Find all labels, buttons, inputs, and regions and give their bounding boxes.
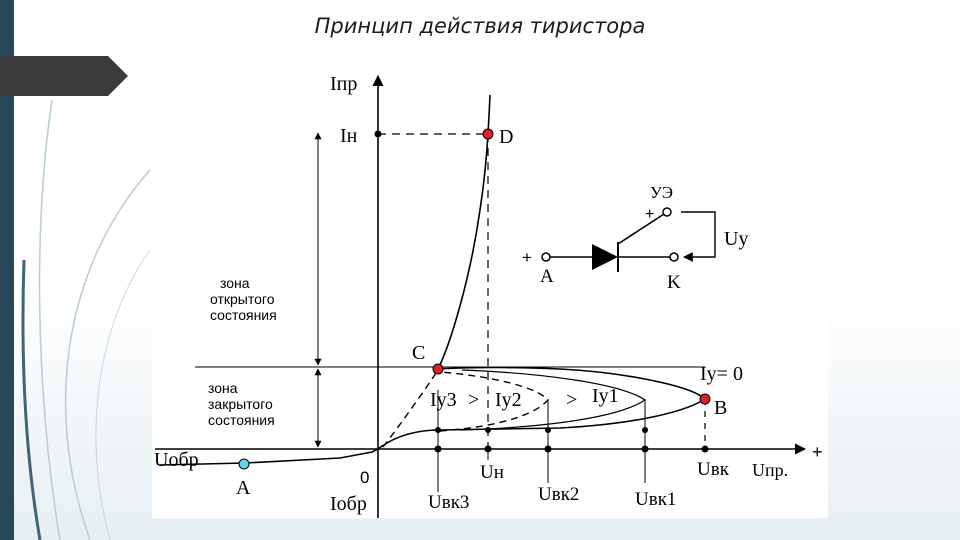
- curve-iy0: [377, 366, 707, 450]
- curve-iy3: [382, 369, 439, 448]
- tick-dot-c-base: [435, 427, 441, 433]
- point-a-label: A: [236, 477, 251, 499]
- zone-closed-label-2: закрытого: [208, 396, 273, 412]
- y-axis-label: Iпр: [330, 73, 357, 95]
- tick-dot-iy2: [485, 427, 491, 433]
- point-b-label: B: [714, 397, 727, 419]
- symbol-k-label: K: [667, 272, 681, 293]
- symbol-ue-label: УЭ: [650, 183, 673, 202]
- left-accent-bar: [0, 0, 14, 540]
- symbol-ue-plus: +: [645, 206, 654, 223]
- zone-closed-label-1: зона: [208, 380, 238, 396]
- tick-dot-iy0: [642, 427, 648, 433]
- zone-open-label-3: состояния: [210, 307, 277, 323]
- point-c: [432, 363, 444, 375]
- thyristor-symbol: УЭ + Uу + A K: [522, 183, 748, 293]
- zone-open-label-1: зона: [220, 275, 250, 291]
- slide-title: Принцип действия тиристора: [314, 14, 646, 38]
- uy-bracket: [681, 211, 716, 262]
- uvk2-label: Uвк2: [538, 484, 579, 505]
- tick-dot-uvk3: [434, 445, 442, 453]
- background-decor-lines: [21, 99, 151, 540]
- terminal-ue: [662, 207, 672, 217]
- reverse-branch-curve: [159, 448, 379, 466]
- uvk1-label: Uвк1: [635, 489, 676, 510]
- point-d-label: D: [499, 126, 513, 148]
- tick-dot-uvk1: [641, 445, 649, 453]
- x-axis-label: Uпр.: [752, 460, 788, 480]
- tick-dot-uvk: [701, 445, 709, 453]
- in-label: Iн: [340, 125, 358, 147]
- curve-on-state: [437, 94, 491, 370]
- uvk3-label: Uвк3: [428, 492, 469, 513]
- terminal-a: [541, 252, 551, 262]
- tick-dot-in: [374, 130, 382, 138]
- gt-1: >: [468, 389, 479, 411]
- diagram-panel: Iпр Iн Uпр. + Uобр 0 Iобр зона открытого…: [152, 68, 828, 518]
- section-tab-arrow: [0, 56, 128, 96]
- thyristor-iv-diagram: Iпр Iн Uпр. + Uобр 0 Iобр зона открытого…: [154, 73, 823, 518]
- symbol-uy-label: Uу: [724, 228, 748, 250]
- iy3-label: Iу3: [430, 389, 457, 411]
- neg-y-label: Iобр: [330, 493, 367, 515]
- zone-closed-label-3: состояния: [208, 412, 275, 428]
- un-label: Uн: [480, 462, 504, 483]
- symbol-diode-triangle: [592, 244, 618, 270]
- uvk-label: Uвк: [697, 459, 730, 480]
- tick-dot-un: [484, 445, 492, 453]
- point-b: [699, 393, 711, 405]
- iy2-label: Iу2: [495, 389, 522, 411]
- iy0-label: Iу= 0: [700, 363, 743, 385]
- symbol-a-plus: +: [522, 248, 532, 267]
- zone-open-label-2: открытого: [210, 291, 275, 307]
- symbol-gate-lead: [617, 213, 665, 245]
- point-d: [482, 128, 494, 140]
- gt-2: >: [566, 389, 577, 411]
- iy1-label: Iу1: [592, 385, 619, 407]
- tick-dot-iy1: [545, 427, 551, 433]
- terminal-k: [669, 252, 679, 262]
- point-a: [238, 458, 250, 470]
- neg-x-label: Uобр: [154, 449, 199, 471]
- x-axis-plus: +: [812, 442, 823, 462]
- point-c-label: C: [412, 342, 425, 364]
- symbol-a-label: A: [540, 266, 554, 287]
- origin-label: 0: [360, 468, 369, 487]
- tick-dot-uvk2: [544, 445, 552, 453]
